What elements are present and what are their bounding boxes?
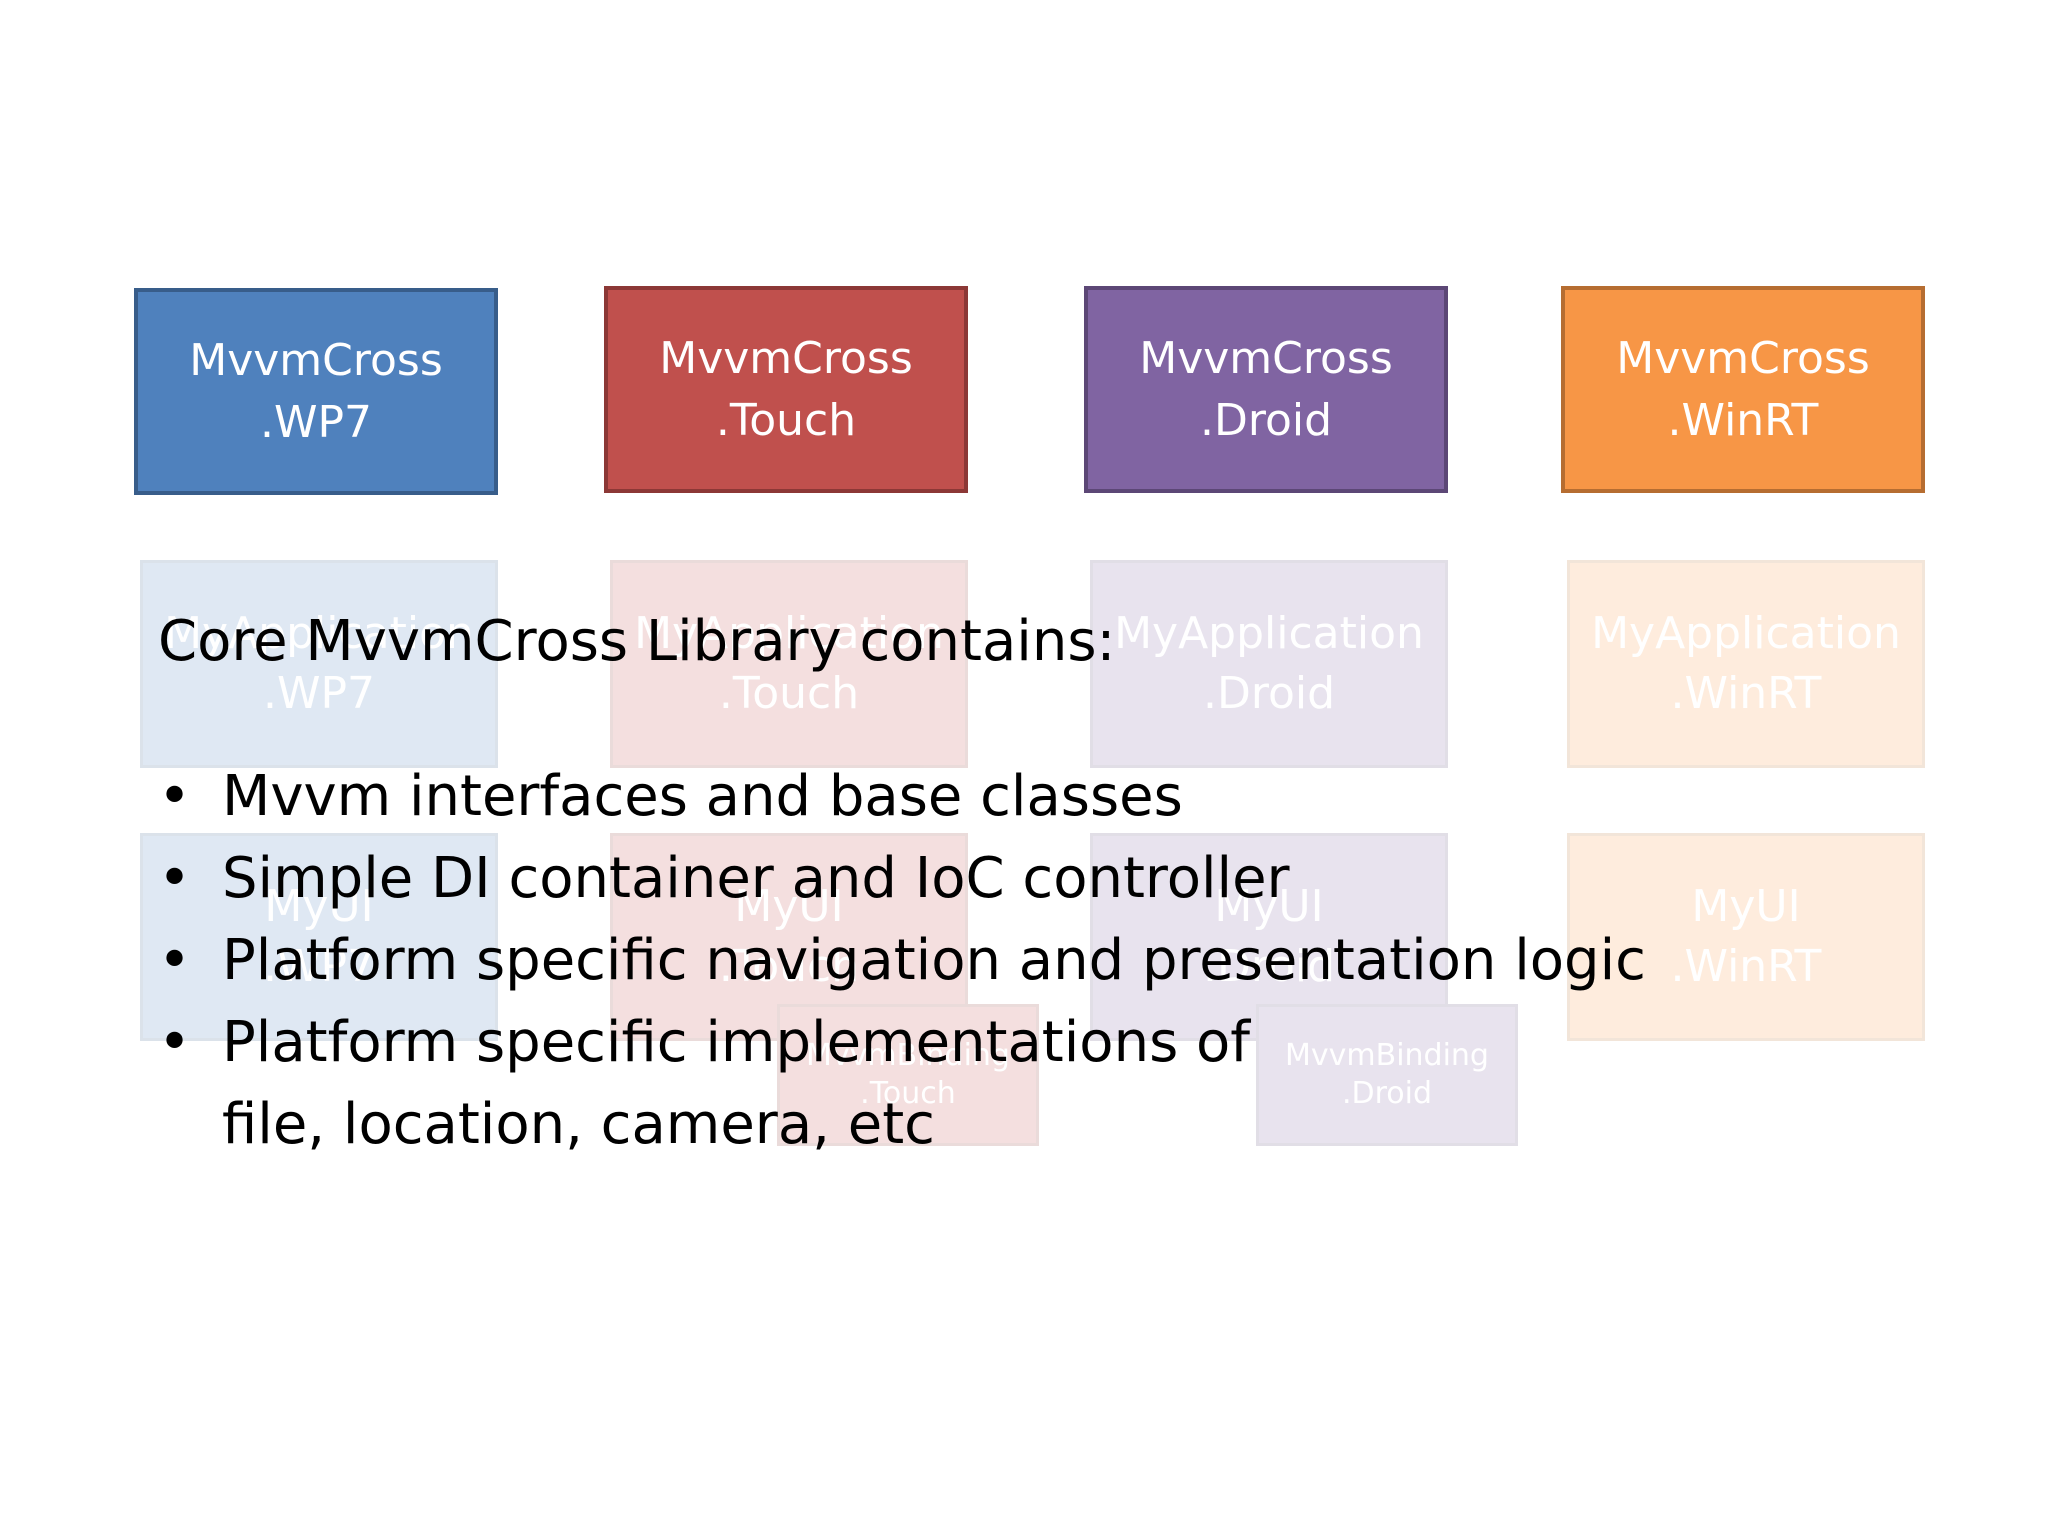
platform-box-winrt: MvvmCross .WinRT xyxy=(1561,286,1925,493)
content-heading: Core MvvmCross Library contains: xyxy=(158,609,1116,674)
bullet-text: Mvvm interfaces and base classes xyxy=(222,764,1183,829)
bullet-marker: • xyxy=(158,764,192,829)
bullet-item: • Simple DI container and IoC controller xyxy=(158,838,1918,920)
bullet-marker: • xyxy=(158,846,192,911)
bullet-text: Platform specific navigation and present… xyxy=(222,928,1646,993)
platform-box-line1: MvvmCross xyxy=(659,332,913,384)
bullet-text: Platform specific implementations of xyxy=(222,1010,1251,1075)
content-text: Core MvvmCross Library contains: • Mvvm … xyxy=(158,600,1918,1166)
bullet-item: • Mvvm interfaces and base classes xyxy=(158,756,1918,838)
platform-box-wp7: MvvmCross .WP7 xyxy=(134,288,498,495)
platform-box-line2: .Droid xyxy=(1199,394,1333,446)
bullet-list: • Mvvm interfaces and base classes • Sim… xyxy=(158,756,1918,1166)
platform-box-line2: .Touch xyxy=(715,394,857,446)
platform-box-line2: .WinRT xyxy=(1667,394,1819,446)
bullet-text-continuation: file, location, camera, etc xyxy=(222,1092,935,1157)
platform-box-line1: MvvmCross xyxy=(1139,332,1393,384)
platform-box-line1: MvvmCross xyxy=(1616,332,1870,384)
bullet-item: • Platform specific implementations of f… xyxy=(158,1002,1918,1166)
bullet-text: Simple DI container and IoC controller xyxy=(222,846,1290,911)
platform-box-touch: MvvmCross .Touch xyxy=(604,286,968,493)
platform-box-line1: MvvmCross xyxy=(189,334,443,386)
bullet-item: • Platform specific navigation and prese… xyxy=(158,920,1918,1002)
bullet-marker: • xyxy=(158,1010,192,1075)
platform-box-line2: .WP7 xyxy=(259,396,373,448)
bullet-marker: • xyxy=(158,928,192,993)
platform-box-droid: MvvmCross .Droid xyxy=(1084,286,1448,493)
